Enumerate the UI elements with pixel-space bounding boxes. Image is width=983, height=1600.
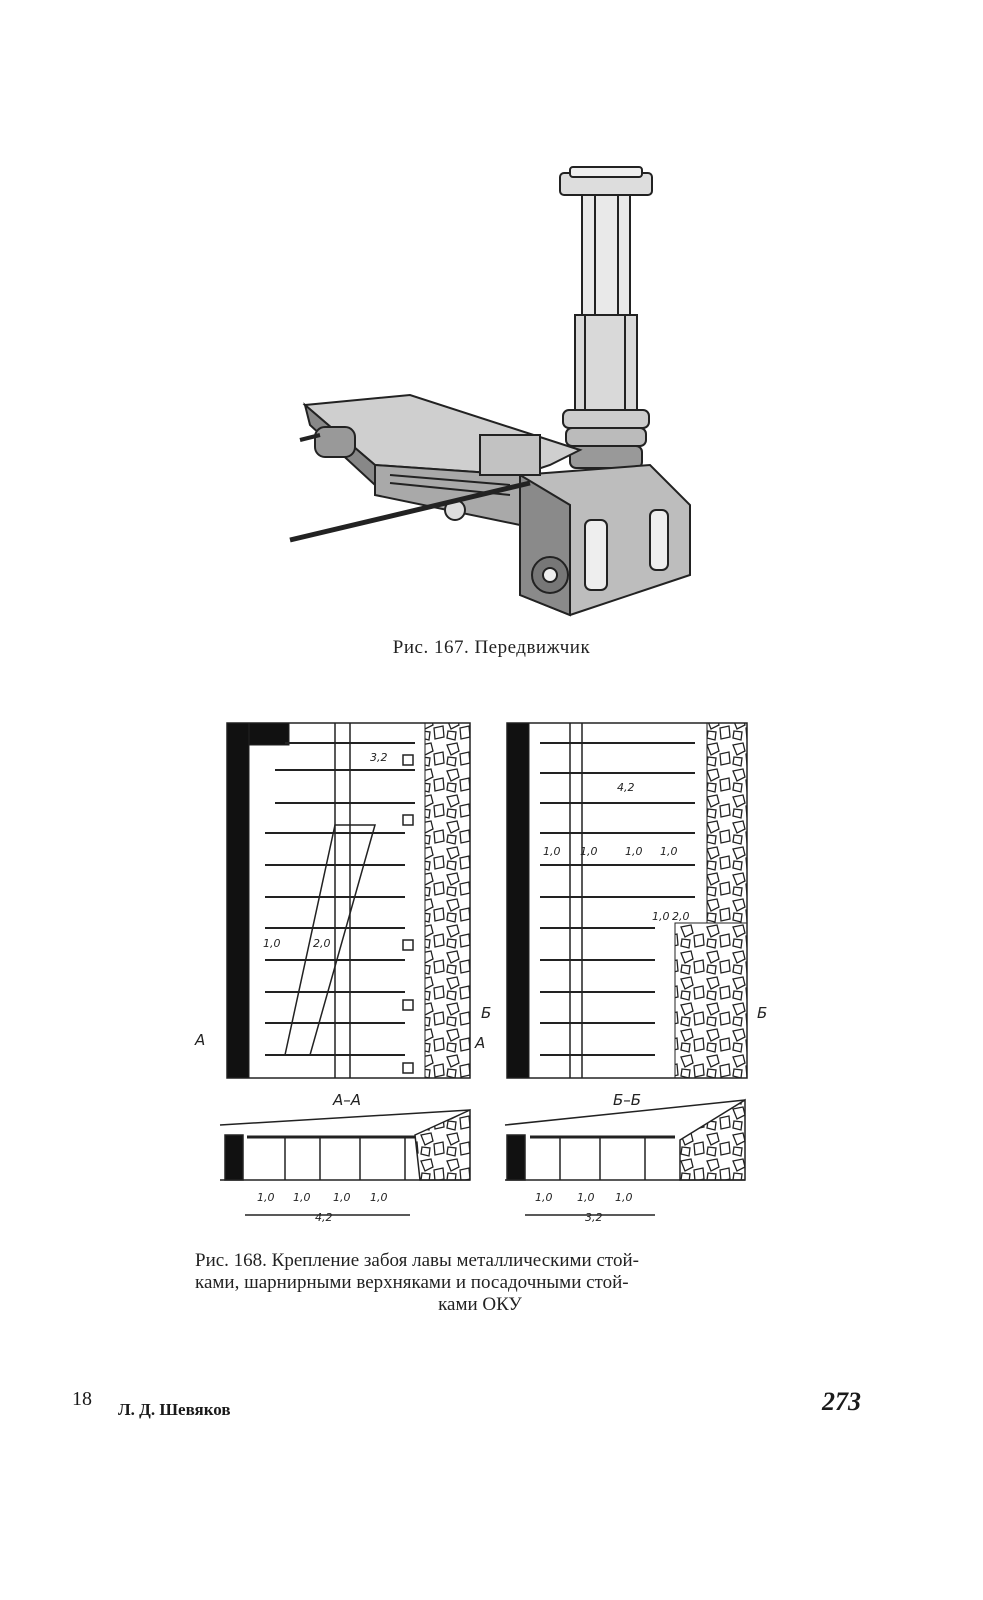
dim-label: 1,0 xyxy=(615,1191,633,1204)
section-marker: Б xyxy=(481,1004,491,1022)
dim-label: 1,0 xyxy=(543,845,561,858)
dim-label: 3,2 xyxy=(370,751,388,764)
dim-label: 1,0 xyxy=(580,845,598,858)
dim-label: 1,0 xyxy=(652,910,670,923)
figure-167-caption: Рис. 167. Передвижчик xyxy=(392,637,591,658)
dim-label: 1,0 xyxy=(263,937,281,950)
dim-label: 1,0 xyxy=(625,845,643,858)
figure-167-illustration xyxy=(289,166,691,617)
figure-168-diagram: 3,2 1,0 2,0 A A 4,2 1,0 1,0 1,0 1,0 1,0 … xyxy=(194,722,767,1224)
section-a xyxy=(219,1108,471,1216)
plan-right xyxy=(506,722,748,1079)
dim-label: 4,2 xyxy=(617,781,635,794)
dim-label: 2,0 xyxy=(672,910,690,923)
section-marker: A xyxy=(194,1031,205,1049)
dim-label: 3,2 xyxy=(585,1211,603,1224)
dim-label: 1,0 xyxy=(535,1191,553,1204)
signature-number: 18 xyxy=(72,1388,92,1410)
dim-label: 1,0 xyxy=(370,1191,388,1204)
dim-label: 1,0 xyxy=(577,1191,595,1204)
section-marker: A xyxy=(474,1034,485,1052)
dim-label: 1,0 xyxy=(293,1191,311,1204)
section-a-label: A–A xyxy=(332,1091,361,1109)
section-b xyxy=(504,1098,746,1216)
caption-line: Рис. 168. Крепление забоя лавы металличе… xyxy=(195,1250,639,1271)
footer-author: Л. Д. Шевяков xyxy=(118,1400,231,1419)
dim-label: 4,2 xyxy=(315,1211,333,1224)
dim-label: 1,0 xyxy=(660,845,678,858)
dim-label: 2,0 xyxy=(313,937,331,950)
section-marker: Б xyxy=(757,1004,767,1022)
caption-line: ками ОКУ xyxy=(438,1294,522,1315)
caption-line: ками, шарнирными верхняками и посадочным… xyxy=(195,1272,629,1293)
plan-left xyxy=(226,722,471,1079)
dim-label: 1,0 xyxy=(257,1191,275,1204)
dim-label: 1,0 xyxy=(333,1191,351,1204)
page-number: 273 xyxy=(822,1387,861,1416)
figure-168-caption: Рис. 168. Крепление забоя лавы металличе… xyxy=(195,1250,765,1316)
section-b-label: Б–Б xyxy=(613,1091,641,1109)
